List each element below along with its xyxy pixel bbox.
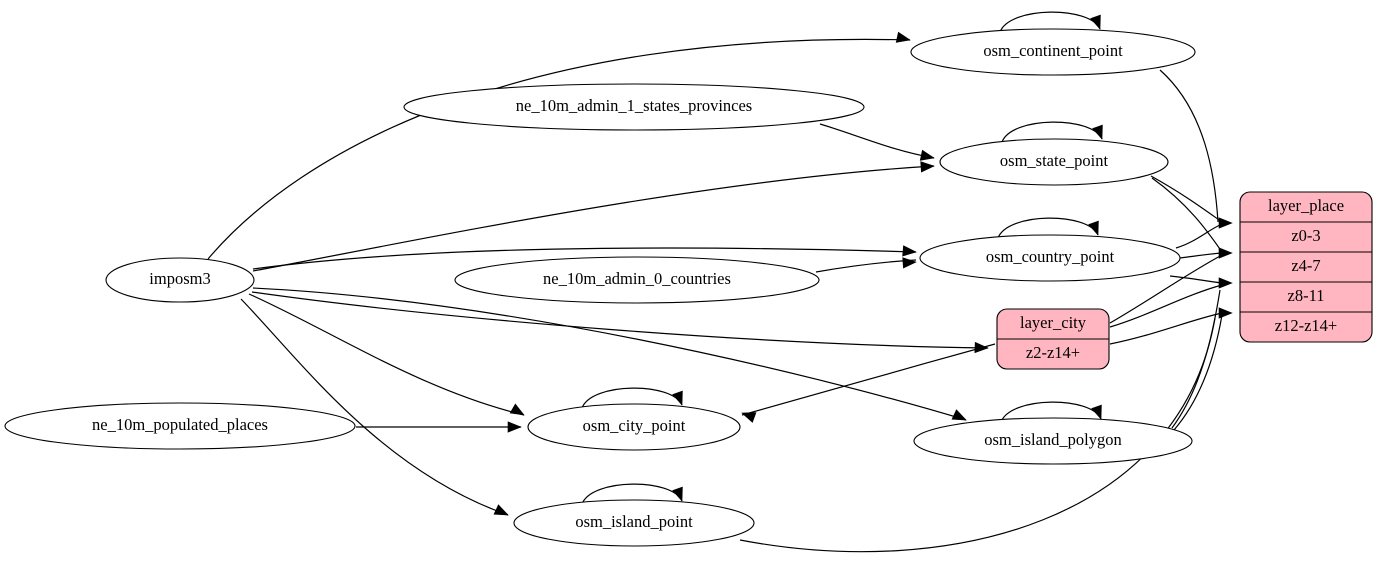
node-ne_states[interactable]: ne_10m_admin_1_states_provinces [403, 83, 865, 131]
edge-imposm3-to-osm_country_point [252, 247, 917, 270]
arrowhead-icon [974, 341, 989, 354]
node-shape-osm_city_point [527, 403, 741, 451]
edge-imposm3-to-osm_state_point [252, 165, 935, 272]
node-label-ne_states: ne_10m_admin_1_states_provinces [516, 96, 752, 115]
node-shape-ne_countries [454, 256, 820, 304]
record-row-label-layer_place-z12_z14: z12-z14+ [1275, 316, 1337, 335]
node-shape-osm_country_point [919, 234, 1181, 282]
record-node-layer_place[interactable]: layer_place z0-3 z4-7 z8-11 z12-z14+ [1239, 191, 1373, 343]
arrowhead-icon [951, 409, 967, 421]
arrowhead-icon [1218, 277, 1233, 289]
edge-imposm3-to-layer_city [251, 291, 989, 349]
edge-osm_country_point-to-layer_place [1179, 252, 1223, 259]
node-shape-ne_places [4, 402, 356, 450]
node-shape-osm_island_point [513, 499, 755, 547]
node-osm_continent_point[interactable]: osm_continent_point [910, 28, 1196, 76]
node-label-osm_country_point: osm_country_point [986, 247, 1115, 266]
node-imposm3[interactable]: imposm3 [105, 257, 255, 303]
edge-layer_city-to-osm_city_point [741, 343, 996, 416]
edge-osm_island_polygon-to-layer_place [1171, 289, 1221, 429]
node-osm_city_point[interactable]: osm_city_point [527, 403, 741, 451]
arrowhead-icon [919, 149, 935, 161]
node-ne_countries[interactable]: ne_10m_admin_0_countries [454, 256, 820, 304]
node-shape-osm_continent_point [910, 28, 1196, 76]
edge-ne_states-to-osm_state_point [819, 123, 935, 159]
node-label-ne_countries: ne_10m_admin_0_countries [543, 269, 731, 288]
node-label-osm_island_polygon: osm_island_polygon [984, 430, 1122, 449]
edge-osm_continent_point-to-layer_place [1159, 69, 1219, 223]
node-shape-imposm3 [105, 257, 255, 303]
node-osm_island_point[interactable]: osm_island_point [513, 499, 755, 547]
arrowhead-icon [1090, 14, 1101, 30]
arrowhead-icon [672, 390, 683, 406]
record-row-label-layer_place-header: layer_place [1268, 196, 1344, 215]
arrowhead-icon [1088, 220, 1099, 236]
edge-imposm3-to-osm_island_polygon [252, 287, 967, 421]
node-osm_country_point[interactable]: osm_country_point [919, 234, 1181, 282]
record-row-label-layer_place-z0_3: z0-3 [1291, 226, 1320, 245]
edge-osm_country_point-to-layer_place [1175, 223, 1223, 249]
node-osm_state_point[interactable]: osm_state_point [939, 138, 1169, 186]
arrowhead-icon [1218, 247, 1233, 259]
arrowhead-icon [672, 486, 683, 502]
edge-layer_city-to-layer_place [1109, 312, 1223, 345]
arrowhead-icon [920, 161, 935, 173]
arrowhead-icon [509, 403, 525, 416]
node-label-osm_city_point: osm_city_point [583, 416, 686, 435]
edge-osm_island_polygon-to-layer_place [1173, 314, 1223, 431]
arrowhead-icon [1218, 217, 1233, 229]
ellipse-nodes-layer: imposm3 ne_10m_admin_1_states_provincesne… [4, 28, 1196, 547]
record-row-label-layer_city-z2_z14: z2-z14+ [1026, 343, 1080, 362]
arrowhead-icon [493, 504, 509, 516]
edge-ne_countries-to-osm_country_point [815, 259, 917, 273]
record-row-label-layer_city-header: layer_city [1020, 313, 1087, 332]
arrowhead-icon [1218, 307, 1233, 319]
arrowhead-icon [902, 257, 917, 269]
node-label-osm_continent_point: osm_continent_point [983, 41, 1123, 60]
edge-osm_island_point-to-layer_place [739, 317, 1216, 553]
arrowhead-icon [507, 421, 522, 433]
node-label-ne_places: ne_10m_populated_places [92, 415, 268, 434]
arrowhead-icon [1091, 404, 1102, 420]
node-label-osm_state_point: osm_state_point [1000, 151, 1109, 170]
arrowhead-icon [1092, 124, 1103, 140]
edge-layer_city-to-layer_place [1109, 284, 1223, 328]
arrowheads-layer [493, 14, 1233, 516]
edges-layer [207, 38, 1223, 553]
edge-osm_state_point-to-layer_place [1151, 177, 1223, 253]
record-row-label-layer_place-z4_7: z4-7 [1291, 256, 1320, 275]
node-shape-ne_states [403, 83, 865, 131]
record-nodes-layer: layer_place z0-3 z4-7 z8-11 z12-z14+ layer_ci… [996, 191, 1373, 370]
edge-layer_city-to-layer_place [1109, 254, 1223, 324]
edge-osm_country_point-to-layer_place [1169, 275, 1223, 284]
node-label-imposm3: imposm3 [149, 269, 210, 288]
node-shape-osm_island_polygon [913, 417, 1193, 465]
edge-imposm3-to-osm_continent_point [207, 38, 911, 260]
node-ne_places[interactable]: ne_10m_populated_places [4, 402, 356, 450]
arrowhead-icon [741, 412, 757, 423]
node-osm_island_polygon[interactable]: osm_island_polygon [913, 417, 1193, 465]
record-node-layer_city[interactable]: layer_city z2-z14+ [996, 308, 1110, 370]
arrowhead-icon [902, 245, 917, 257]
edge-imposm3-to-osm_island_point [240, 298, 509, 516]
arrowhead-icon [895, 31, 911, 43]
edge-imposm3-to-osm_city_point [248, 293, 525, 416]
node-label-osm_island_point: osm_island_point [575, 512, 693, 531]
node-shape-osm_state_point [939, 138, 1169, 186]
record-row-label-layer_place-z8_11: z8-11 [1288, 286, 1325, 305]
edge-osm_state_point-to-layer_place [1150, 175, 1223, 223]
